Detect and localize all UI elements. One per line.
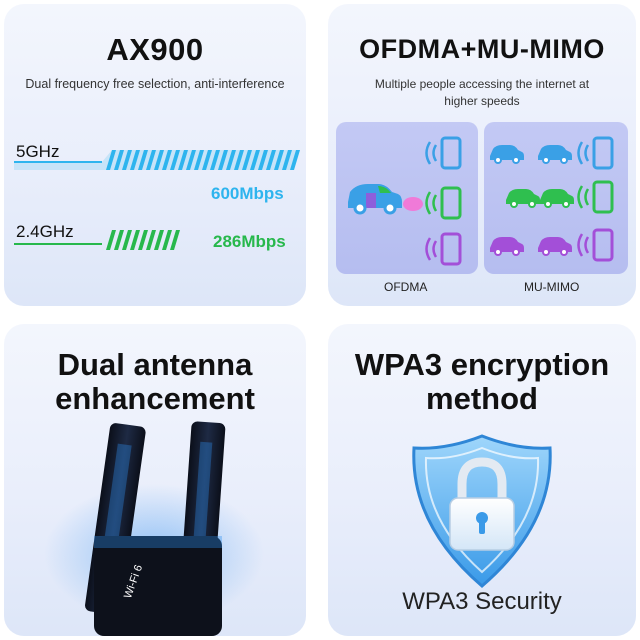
car-icon	[538, 237, 572, 256]
bar-stripe	[210, 150, 220, 170]
bar-stripe	[146, 230, 156, 250]
bar-stripe	[146, 150, 156, 170]
bar-stripe	[154, 230, 164, 250]
ofdma-panel	[336, 122, 478, 274]
bar-stripe	[130, 230, 140, 250]
band-5g-bar	[14, 150, 300, 170]
bar-stripe	[162, 150, 172, 170]
wpa3-security-label: WPA3 Security	[402, 588, 562, 615]
bar-stripe	[122, 150, 132, 170]
bar-stripe	[138, 150, 148, 170]
bar-stripe	[202, 150, 212, 170]
bar-stripe	[154, 150, 164, 170]
bar-stripe	[122, 230, 132, 250]
wpa3-card: WPA3 encryption method WPA3 Security	[328, 324, 636, 636]
ofdma-card: OFDMA+MU-MIMO Multiple people accessing …	[328, 4, 636, 306]
bar-stripe	[266, 150, 276, 170]
antenna-title-line2: enhancement	[55, 381, 255, 416]
phone-icon	[425, 232, 462, 266]
ofdma-subtitle-line1: Multiple people accessing the internet a…	[374, 77, 590, 91]
ax900-card: AX900 Dual frequency free selection, ant…	[4, 4, 306, 306]
ax900-title: AX900	[106, 32, 204, 67]
band-5g-label: 5GHz	[16, 142, 60, 161]
bar-stripe	[138, 230, 148, 250]
bar-stripe	[106, 150, 116, 170]
phone-icon	[577, 180, 614, 214]
bar-stripe	[130, 150, 140, 170]
band-24g-label: 2.4GHz	[16, 222, 74, 241]
shield-lock-icon	[412, 434, 552, 588]
bar-stripe	[242, 150, 252, 170]
car-icon	[490, 237, 524, 256]
car-icon	[506, 189, 540, 208]
wpa3-title-line2: method	[426, 381, 538, 416]
bar-stripe	[178, 150, 188, 170]
car-icon	[490, 145, 524, 164]
phone-icon	[425, 136, 462, 170]
mu-mimo-panel-label: MU-MIMO	[524, 280, 580, 294]
mu-mimo-illustration	[490, 136, 614, 262]
ofdma-subtitle-line2: higher speeds	[444, 94, 520, 108]
bar-stripe	[250, 150, 260, 170]
car-icon	[538, 145, 572, 164]
band-24g-bar	[14, 230, 180, 250]
bar-stripe	[114, 230, 124, 250]
adapter-body	[94, 536, 222, 636]
bar-stripe	[274, 150, 284, 170]
ofdma-title: OFDMA+MU-MIMO	[359, 34, 605, 64]
bar-stripe	[170, 230, 180, 250]
bar-stripe	[114, 150, 124, 170]
bar-stripe	[290, 150, 300, 170]
bar-stripe	[282, 150, 292, 170]
phone-icon	[577, 136, 614, 170]
wpa3-title-line1: WPA3 encryption	[354, 347, 610, 382]
antenna-card: Dual antenna enhancement Wi-F	[4, 324, 306, 636]
ofdma-panel-label: OFDMA	[384, 280, 428, 294]
mu-mimo-panel	[484, 122, 628, 274]
bar-stripe	[234, 150, 244, 170]
antenna-title-line1: Dual antenna	[57, 347, 253, 382]
bar-stripe	[218, 150, 228, 170]
car-icon	[348, 184, 402, 215]
bar-stripe	[226, 150, 236, 170]
bar-stripe	[170, 150, 180, 170]
phone-icon	[577, 228, 614, 262]
phone-icon	[425, 186, 462, 220]
car-icon	[540, 189, 574, 208]
wifi-adapter-illustration	[44, 421, 264, 636]
ax900-subtitle: Dual frequency free selection, anti-inte…	[25, 77, 285, 91]
bar-stripe	[106, 230, 116, 250]
band-5g-speed: 600Mbps	[211, 184, 284, 203]
ofdma-illustration	[348, 136, 462, 266]
bar-stripe	[258, 150, 268, 170]
band-24g-speed: 286Mbps	[213, 232, 286, 251]
bar-stripe	[162, 230, 172, 250]
bar-stripe	[186, 150, 196, 170]
bar-stripe	[194, 150, 204, 170]
